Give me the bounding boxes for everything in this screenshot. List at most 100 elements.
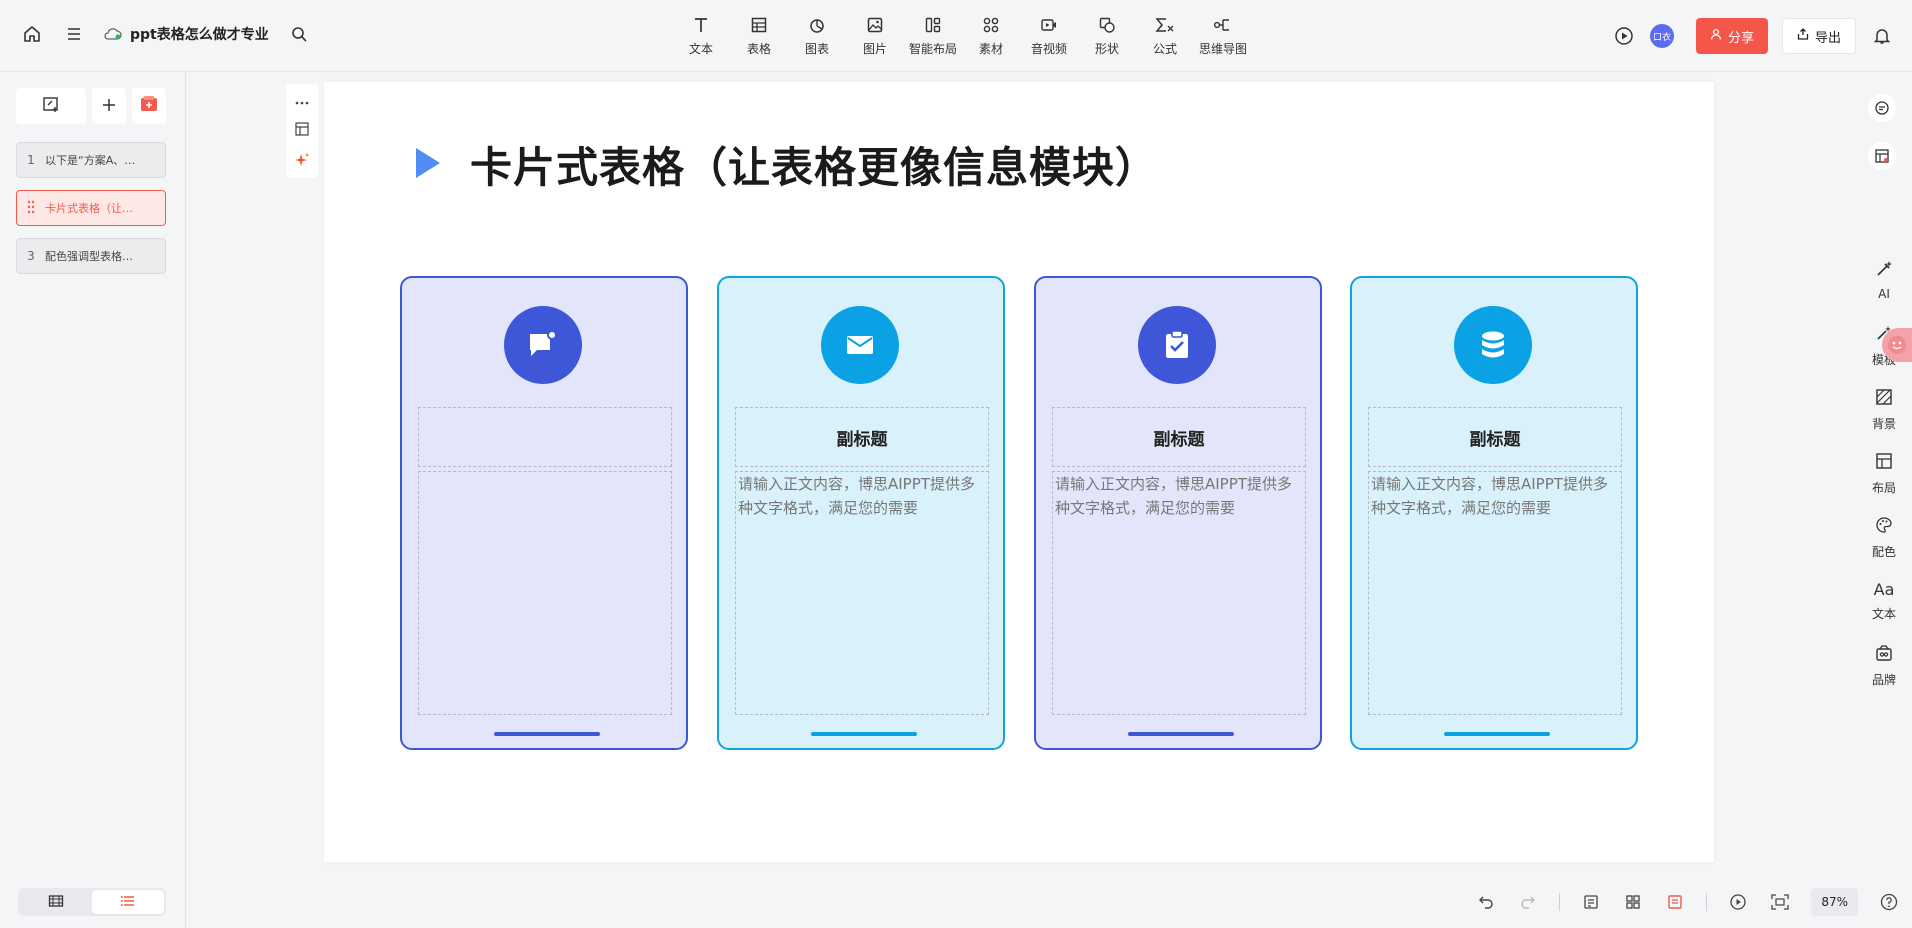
assistant-float-icon[interactable]: [1882, 328, 1912, 362]
new-slide-layout-button[interactable]: [16, 88, 86, 124]
card-body[interactable]: 请输入正文内容，博思AIPPT提供多种文字格式，满足您的需要: [1052, 471, 1306, 715]
card-accent-bar: [811, 732, 917, 736]
bell-icon[interactable]: [1870, 24, 1894, 48]
redo-icon[interactable]: [1517, 891, 1539, 913]
panel-background-label: 背景: [1871, 417, 1896, 431]
tool-text-label: 文本: [688, 42, 713, 56]
background-icon: [1875, 388, 1893, 409]
tool-formula-label: 公式: [1152, 42, 1177, 56]
fit-screen-icon[interactable]: [1769, 891, 1791, 913]
tool-text[interactable]: 文本: [672, 14, 730, 57]
slide-thumb-1[interactable]: 1 以下是“方案A、…: [16, 142, 166, 178]
template-icon: [1875, 324, 1893, 345]
card-subtitle[interactable]: 副标题: [1368, 407, 1622, 467]
template-quick-icon[interactable]: [1868, 142, 1896, 170]
info-card-2[interactable]: 副标题 请输入正文内容，博思AIPPT提供多种文字格式，满足您的需要: [717, 276, 1005, 750]
export-button[interactable]: 导出: [1781, 18, 1856, 54]
play-icon[interactable]: [1612, 24, 1636, 48]
brand-icon: [1875, 644, 1893, 665]
undo-icon[interactable]: [1475, 891, 1497, 913]
tool-image[interactable]: 图片: [846, 14, 904, 57]
slide-thumb-label: 以下是“方案A、…: [45, 154, 136, 167]
tool-smart-layout-label: 智能布局: [908, 42, 957, 56]
slide-thumb-3[interactable]: 3 配色强调型表格…: [16, 238, 166, 274]
panel-layout-label: 布局: [1871, 481, 1896, 495]
slide-thumb-label: 卡片式表格（让…: [45, 202, 133, 215]
bottom-toolbar: 87%: [1475, 888, 1900, 916]
card-subtitle[interactable]: 副标题: [1052, 407, 1306, 467]
info-card-1[interactable]: [400, 276, 688, 750]
panel-background[interactable]: 背景: [1856, 388, 1912, 432]
zoom-level[interactable]: 87%: [1811, 888, 1858, 916]
panel-palette[interactable]: 配色: [1856, 516, 1912, 560]
clipboard-check-icon: [1138, 306, 1216, 384]
plus-icon: [102, 97, 116, 116]
film-icon: [48, 893, 64, 912]
tool-formula[interactable]: 公式: [1136, 14, 1194, 57]
list-icon: [120, 893, 136, 912]
tool-shape[interactable]: 形状: [1078, 14, 1136, 57]
export-label: 导出: [1814, 30, 1841, 46]
tool-media-label: 音视频: [1030, 42, 1067, 56]
card-accent-bar: [1444, 732, 1550, 736]
slide-thumb-number: 1: [27, 153, 35, 167]
top-right-group: 口衣 分享 导出: [1612, 18, 1894, 54]
panel-text-style[interactable]: Aa 文本: [1856, 580, 1912, 622]
card-subtitle[interactable]: 副标题: [735, 407, 989, 467]
divider: [1559, 893, 1561, 911]
normal-view-icon[interactable]: [1664, 891, 1686, 913]
mindmap-icon: [1212, 14, 1234, 36]
slide-thumb-2[interactable]: 卡片式表格（让…: [16, 190, 166, 226]
tool-assets-label: 素材: [978, 42, 1003, 56]
tool-media[interactable]: 音视频: [1020, 14, 1078, 57]
tool-smart-layout[interactable]: 智能布局: [904, 14, 962, 57]
avatar[interactable]: 口衣: [1649, 24, 1674, 48]
panel-layout[interactable]: 布局: [1856, 452, 1912, 496]
tool-assets[interactable]: 素材: [962, 14, 1020, 57]
comment-icon[interactable]: [1868, 94, 1896, 122]
card-body[interactable]: 请输入正文内容，博思AIPPT提供多种文字格式，满足您的需要: [1368, 471, 1622, 715]
view-toggle: [18, 888, 166, 916]
add-slide-button[interactable]: [92, 88, 126, 124]
tool-mindmap[interactable]: 思维导图: [1194, 14, 1252, 57]
tool-chart[interactable]: 图表: [788, 14, 846, 57]
info-card-3[interactable]: 副标题 请输入正文内容，博思AIPPT提供多种文字格式，满足您的需要: [1034, 276, 1322, 750]
slide-canvas[interactable]: 卡片式表格（让表格更像信息模块） 副标题 请输入正文内容，博思AIPPT提供多种…: [324, 82, 1714, 862]
outline-view-button[interactable]: [92, 890, 164, 914]
right-panel: AI 模板 背景 布局 配色 Aa 文本 品牌: [1856, 72, 1912, 928]
sparkle-icon[interactable]: [294, 152, 310, 172]
formula-icon: [1154, 14, 1176, 36]
present-icon[interactable]: [1727, 891, 1749, 913]
menu-icon[interactable]: [62, 22, 86, 46]
notes-icon[interactable]: [1580, 891, 1602, 913]
share-button[interactable]: 分享: [1695, 18, 1768, 54]
card-body[interactable]: 请输入正文内容，博思AIPPT提供多种文字格式，满足您的需要: [735, 471, 989, 715]
info-card-4[interactable]: 副标题 请输入正文内容，博思AIPPT提供多种文字格式，满足您的需要: [1350, 276, 1638, 750]
chart-icon: [806, 14, 828, 36]
panel-brand[interactable]: 品牌: [1856, 644, 1912, 688]
ai-slide-button[interactable]: [132, 88, 166, 124]
text-style-icon: Aa: [1873, 580, 1895, 599]
title-triangle-marker: [416, 148, 440, 178]
assets-icon: [980, 14, 1002, 36]
card-body[interactable]: [418, 471, 672, 715]
slide-thumb-number: 3: [27, 249, 35, 263]
search-icon[interactable]: [287, 22, 311, 46]
doc-title-group[interactable]: ppt表格怎么做才专业: [104, 24, 269, 44]
grid-view-icon[interactable]: [1622, 891, 1644, 913]
layout-icon[interactable]: [295, 121, 309, 140]
card-subtitle[interactable]: [418, 407, 672, 467]
doc-title[interactable]: ppt表格怎么做才专业: [130, 27, 269, 43]
panel-palette-label: 配色: [1871, 545, 1896, 559]
help-icon[interactable]: [1878, 891, 1900, 913]
home-icon[interactable]: [20, 22, 44, 46]
card-accent-bar: [494, 732, 600, 736]
tool-table[interactable]: 表格: [730, 14, 788, 57]
slides-panel: 1 以下是“方案A、… 卡片式表格（让… 3 配色强调型表格…: [0, 72, 186, 928]
drag-handle-icon[interactable]: [17, 200, 45, 217]
more-icon[interactable]: [295, 90, 309, 109]
export-icon: [1797, 28, 1809, 44]
thumbnail-view-button[interactable]: [20, 890, 92, 914]
panel-ai[interactable]: AI: [1856, 260, 1912, 301]
slide-title[interactable]: 卡片式表格（让表格更像信息模块）: [470, 143, 1159, 192]
